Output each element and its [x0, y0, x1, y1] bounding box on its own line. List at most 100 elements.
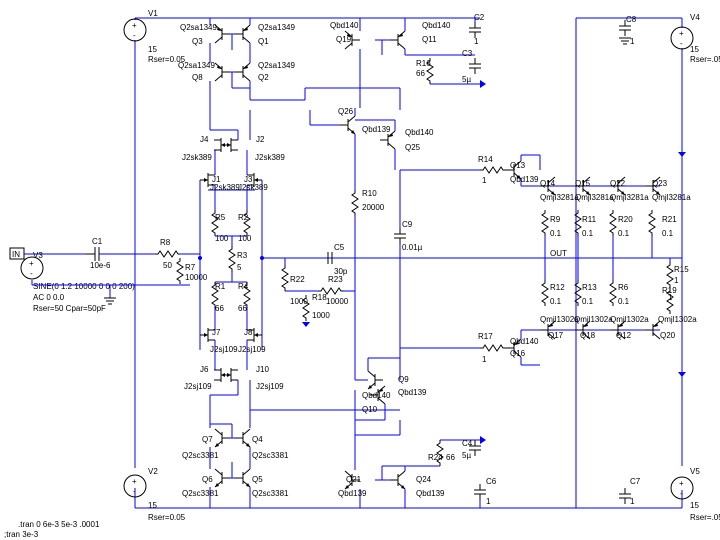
j2-name: J2	[256, 135, 265, 144]
v3-line1: SINE(0 1.2 10000 0 0 0 200)	[33, 282, 135, 291]
q9-model: Qbd139	[398, 388, 427, 397]
q7-model: Q2sc3381	[182, 451, 219, 460]
v3-line3: Rser=50 Cpar=50pF	[33, 304, 106, 313]
q5-model: Q2sc3381	[252, 489, 289, 498]
supply-rails	[134, 17, 683, 509]
q26-name: Q26	[338, 107, 354, 116]
v5-rser: Rser=.05	[690, 513, 720, 522]
q20-name: Q20	[660, 331, 676, 340]
q18-name: Q18	[580, 331, 596, 340]
c6-name: C6	[486, 477, 497, 486]
v1-value: 15	[148, 45, 157, 54]
q3-model: Q2sa1349	[180, 23, 217, 32]
j8-model: J2sj109	[238, 345, 266, 354]
r14-name: R14	[478, 155, 493, 164]
r21-value: 0.1	[662, 229, 674, 238]
r22-value: 1000	[290, 297, 308, 306]
v1-rser: Rser=0.05	[148, 55, 186, 64]
q6-model: Q2sc3381	[182, 489, 219, 498]
q8-model: Q2sa1349	[178, 61, 215, 70]
q15-model: Qmjl3281a	[575, 193, 614, 202]
out-node-label: OUT	[550, 249, 567, 258]
q13-model: Qbd139	[510, 175, 539, 184]
q15-name: Q15	[575, 179, 591, 188]
q4-model: Q2sc3381	[252, 451, 289, 460]
q10-model: Qbd140	[362, 391, 391, 400]
r14-value: 1	[482, 176, 487, 185]
r17-value: 1	[482, 355, 487, 364]
j4-model: J2sk389	[182, 153, 212, 162]
c7-name: C7	[630, 477, 641, 486]
c5-value: 30p	[334, 267, 348, 276]
r10-value: 20000	[362, 203, 385, 212]
j2-model: J2sk389	[255, 153, 285, 162]
v2-name: V2	[148, 467, 158, 476]
q17-model: Qmjl1302a	[540, 315, 579, 324]
q24-model: Qbd139	[416, 489, 445, 498]
q25-name: Q25	[405, 143, 421, 152]
j4-name: J4	[200, 135, 209, 144]
r18-value: 1000	[312, 311, 330, 320]
q21-model: Qbd139	[338, 489, 367, 498]
source-v1: V1 15 Rser=0.05	[123, 9, 186, 64]
q18-model: Qmjl1302a	[574, 315, 613, 324]
v1-name: V1	[148, 9, 158, 18]
q9-name: Q9	[398, 375, 409, 384]
r7-value: 10000	[185, 273, 208, 282]
r9-name: R9	[550, 215, 561, 224]
q5-name: Q5	[252, 475, 263, 484]
q16-model: Qbd140	[510, 337, 539, 346]
r20-name: R20	[618, 215, 633, 224]
r12-name: R12	[550, 283, 565, 292]
tran-comment[interactable]: ;tran 3e-3	[4, 530, 39, 539]
r12-value: 0.1	[550, 297, 562, 306]
q22-name: Q22	[610, 179, 626, 188]
r13-value: 0.1	[582, 297, 594, 306]
c1-name: C1	[92, 237, 103, 246]
v2-value: 15	[148, 501, 157, 510]
r5-name: R5	[215, 213, 226, 222]
v2-rser: Rser=0.05	[148, 513, 186, 522]
source-v4: V4 15 Rser=.05	[670, 13, 720, 157]
j3-model: J2sk389	[238, 183, 268, 192]
c9-value: 0.01µ	[402, 243, 423, 252]
q8-name: Q8	[192, 73, 203, 82]
r6-name: R6	[618, 283, 629, 292]
r5-value: 100	[215, 234, 229, 243]
r3-value: 5	[237, 263, 242, 272]
q23-model: Qmjl3281a	[652, 193, 691, 202]
c3-name: C3	[462, 49, 473, 58]
q16-name: Q16	[510, 349, 526, 358]
ground-arrow-icon	[678, 152, 686, 157]
q24-name: Q24	[416, 475, 432, 484]
j6-model: J2sj109	[184, 382, 212, 391]
c1-value: 10e-6	[90, 261, 111, 270]
r17-name: R17	[478, 332, 493, 341]
r1-name: R1	[215, 282, 226, 291]
source-v5: V5 15 Rser=.05	[670, 360, 720, 522]
c5-name: C5	[334, 243, 345, 252]
r2-value: 100	[238, 234, 252, 243]
j6-name: J6	[200, 365, 209, 374]
input-section: IN V3 SINE(0 1.2 10000 0 0 0 200) AC 0 0…	[9, 180, 208, 350]
q2-model: Q2sa1349	[258, 61, 295, 70]
j7-model: J2sj109	[210, 345, 238, 354]
r4-value: 66	[238, 304, 247, 313]
tran-directive[interactable]: .tran 0 6e-3 5e-3 .0001	[18, 520, 100, 529]
r8-name: R8	[160, 238, 171, 247]
r16-name: R16	[416, 59, 431, 68]
r23-value: 10000	[326, 297, 349, 306]
q14-name: Q14	[540, 179, 556, 188]
q23-name: Q23	[652, 179, 668, 188]
j10-model: J2sj109	[256, 382, 284, 391]
r4-name: R4	[238, 282, 249, 291]
source-v2: V2 15 Rser=0.05	[123, 467, 186, 522]
q22-model: Qmjl3281a	[610, 193, 649, 202]
spice-directives: .tran 0 6e-3 5e-3 .0001 ;tran 3e-3	[4, 520, 100, 539]
q10-name: Q10	[362, 405, 378, 414]
q19-name: Q19	[336, 35, 352, 44]
q20-model: Qmjl1302a	[658, 315, 697, 324]
j3-name: J3	[244, 175, 253, 184]
v3-line2: AC 0 0.0	[33, 293, 65, 302]
jfet-input-stage: J4 J2sk389 J2 J2sk389 J1 J2sk389 J3 J2sk…	[182, 110, 355, 410]
